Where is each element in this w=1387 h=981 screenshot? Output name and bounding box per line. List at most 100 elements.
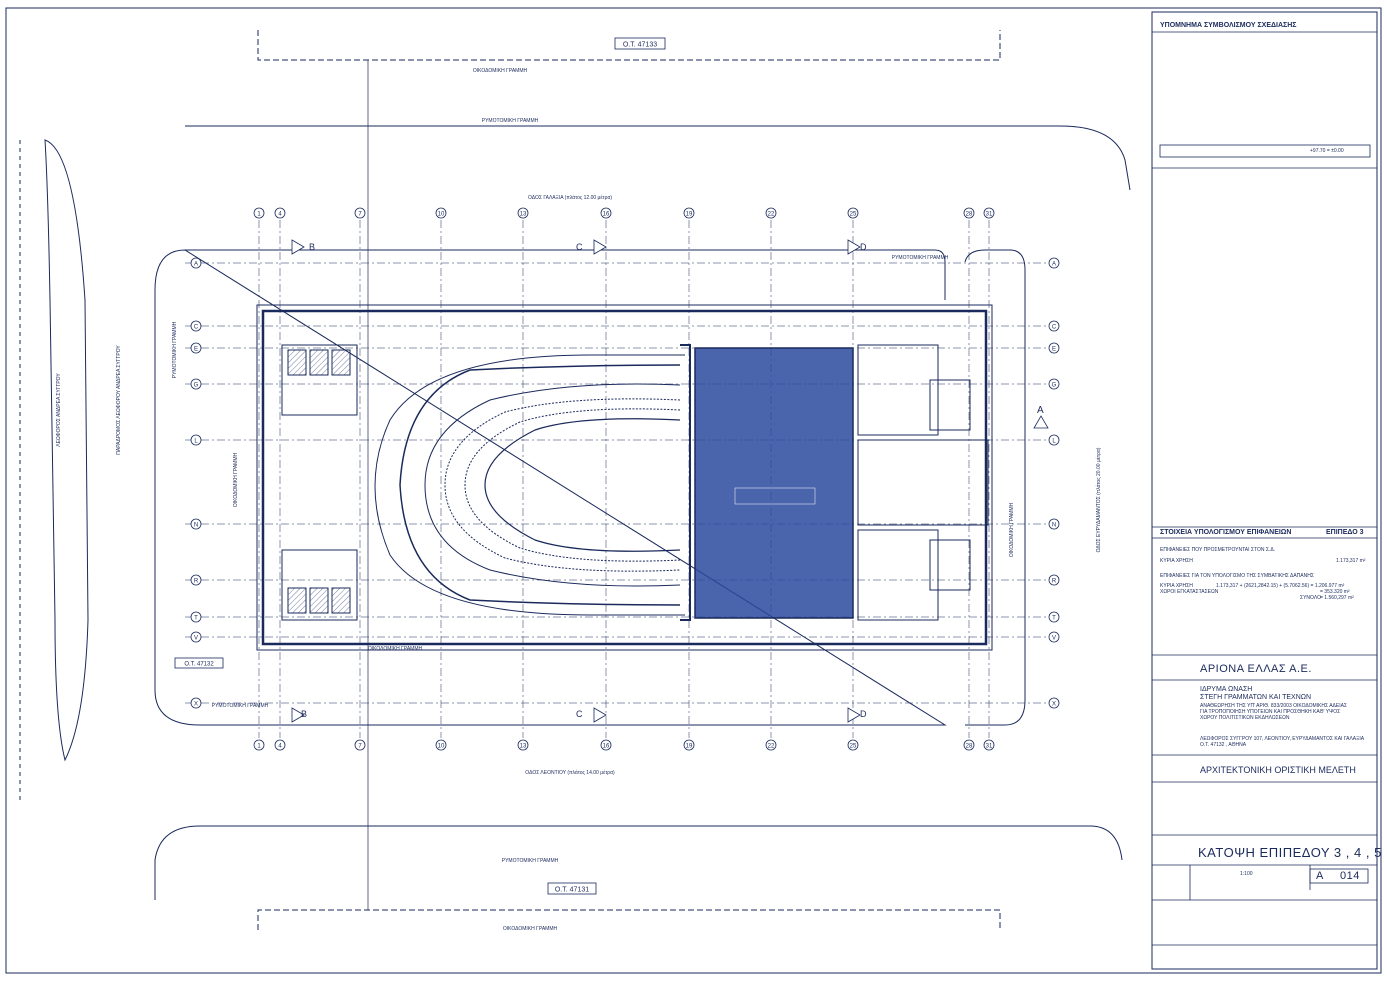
section-b-top-label: B [309,242,315,252]
grid-column-bubble-16-top [600,207,612,219]
grid-row-label-X-east: X [1052,702,1056,708]
south-street-name: ΟΔΟΣ ΛΕΟΝΤΙΟΥ (πλάτος 14.00 μέτρα) [525,769,615,776]
grid-column-bubble-13-top [517,207,529,219]
section-a-east-label: A [1037,405,1044,416]
section-arrow-icon-5 [847,707,861,723]
legend-title: ΥΠΟΜΝΗΜΑ ΣΥΜΒΟΛΙΣΜΟΥ ΣΧΕΔΙΑΣΗΣ [1160,22,1297,29]
grid-column-bubble-1-top [253,207,265,219]
drawing-title: ΚΑΤΟΨΗ ΕΠΙΠΕΔΟΥ 3 , 4 , 5 [1198,845,1382,860]
grid-column-bubble-22-bottom [765,739,777,751]
grid-row-bubble-V-east [1048,631,1060,643]
grid-row-bubble-X-east [1048,697,1060,709]
grid-column-bubble-19-top [683,207,695,219]
grid-row-label-C-west: C [194,325,199,331]
grid-column-label-22-bottom: 22 [768,744,775,750]
grid-column-label-4-top: 4 [278,212,282,218]
section-b-bottom-label: B [301,709,307,719]
area-row2-label-b: ΧΩΡΟΙ ΕΓΚΑΤΑΣΤΑΣΕΩΝ [1160,589,1219,595]
grid-column-bubble-10-bottom [435,739,447,751]
area-table-title: ΣΤΟΙΧΕΙΑ ΥΠΟΛΟΓΙΣΜΟΥ ΕΠΙΦΑΝΕΙΩΝ [1160,529,1292,536]
grid-row-bubble-T-west [190,611,202,623]
site-west-street-line-label: ΡΥΜΟΤΟΜΙΚΗ ΓΡΑΜΜΗ [172,321,178,378]
grid-column-label-31-bottom: 31 [986,744,993,750]
section-arrow-icon-0 [291,239,305,255]
north-block [185,30,1131,191]
grid-row-label-T-west: T [194,616,198,622]
grid-column-label-25-top: 25 [850,212,857,218]
drawing-scale: 1:100 [1240,871,1253,877]
section-arrow-icon-3 [291,707,305,723]
north-street-name: ΟΔΟΣ ΓΑΛΑΞΙΑ (πλάτος 12.00 μέτρα) [528,194,612,201]
title-column-frame [1151,11,1378,970]
site-top-street-line-label: ΡΥΜΟΤΟΜΙΚΗ ΓΡΑΜΜΗ [892,255,949,261]
auditorium [374,344,691,621]
grid-row-label-V-west: V [194,636,198,642]
grid-column-bubble-19-bottom [683,739,695,751]
site-bottom-building-line-label: ΟΙΚΟΔΟΜΙΚΗ ΓΡΑΜΜΗ [368,646,423,652]
grid-column-label-28-top: 28 [966,212,973,218]
grid-column-label-19-top: 19 [686,212,693,218]
grid-column-bubble-22-top [765,207,777,219]
sheet-number-box [1309,868,1369,884]
area-row1-label: ΚΥΡΙΑ ΧΡΗΣΗ [1160,558,1193,564]
grid-row-bubble-N-west [190,518,202,530]
north-building-line-label: ΟΙΚΟΔΟΜΙΚΗ ΓΡΑΜΜΗ [473,68,528,74]
grid-row-bubble-A-west [190,257,202,269]
title-column-dividers [1152,31,1377,946]
grid-column-label-28-bottom: 28 [966,744,973,750]
grid-column-bubble-25-bottom [847,739,859,751]
area-total-label: ΣΥΝΟΛΟ [1300,595,1321,601]
grid-row-bubble-R-west [190,574,202,586]
area-row2-value-b: = 353.320 m² [1320,589,1350,595]
west-block-id-box [174,657,224,669]
area-row2-label-a: ΚΥΡΙΑ ΧΡΗΣΗ [1160,583,1193,589]
grid-column-bubble-28-bottom [963,739,975,751]
grid-row-label-X-west: X [194,702,198,708]
section-d-bottom-label: D [860,709,867,719]
west-stair-cores [281,344,358,621]
grid-row-label-G-west: G [194,383,199,389]
company-name: ΑΡΙΟΝΑ ΕΛΛΑΣ Α.Ε. [1200,663,1312,675]
south-building-line-label: ΟΙΚΟΔΟΜΙΚΗ ΓΡΑΜΜΗ [503,926,558,932]
grid-column-bubble-4-bottom [274,739,286,751]
grid-column-bubble-13-bottom [517,739,529,751]
section-arrow-icon-4 [593,707,607,723]
address-line-2: Ο.Τ. 47132 , ΑΘΗΝΑ [1200,742,1247,748]
south-block [154,825,1123,930]
grid-row-label-E-west: E [194,347,198,353]
grid-row-label-A-west: A [194,262,198,268]
area-row1-value: 1.173,317 m² [1336,558,1366,564]
grid-column-label-19-bottom: 19 [686,744,693,750]
area-table-level: ΕΠΙΠΕΔΟ 3 [1326,529,1364,536]
south-block-id: Ο.Τ. 47131 [555,887,589,894]
study-title: ΑΡΧΙΤΕΚΤΟΝΙΚΗ ΟΡΙΣΤΙΚΗ ΜΕΛΕΤΗ [1200,765,1356,775]
grid-column-bubble-7-bottom [354,739,366,751]
west-parallel-label: ΠΑΡΑΔΡΟΜΟΣ ΛΕΩΦΟΡΟΥ ΑΝΔΡΕΑ ΣΥΓΓΡΟΥ [116,345,122,455]
grid-column-bubble-28-top [963,207,975,219]
grid-column-bubble-31-top [983,207,995,219]
grid-column-label-22-top: 22 [768,212,775,218]
area-row2-value-a: 1.173,317 + (2621,2842.15) + (5.7062.56)… [1216,583,1345,589]
grid-column-label-4-bottom: 4 [278,744,282,750]
grid-row-bubble-T-east [1048,611,1060,623]
grid-column-bubble-10-top [435,207,447,219]
grid-row-bubble-E-east [1048,342,1060,354]
project-line-2: ΣΤΕΓΗ ΓΡΑΜΜΑΤΩΝ ΚΑΙ ΤΕΧΝΩΝ [1200,694,1312,701]
site-outline [154,249,1026,726]
section-arrow-icon-1 [593,239,607,255]
west-avenue [19,139,89,800]
grid-row-bubble-G-west [190,378,202,390]
grid-column-label-1-top: 1 [257,212,261,218]
grid-row-bubble-N-east [1048,518,1060,530]
grid-row-label-T-east: T [1052,616,1056,622]
grid-column-bubble-7-top [354,207,366,219]
stage-label-box [734,487,816,505]
project-line-5: ΧΩΡΟΥ ΠΟΛΙΤΙΣΤΙΚΩΝ ΕΚΔΗΛΩΣΕΩΝ [1200,715,1290,721]
grid-column-bubble-4-top [274,207,286,219]
legend-ref-level: +97.70 = ±0.00 [1310,148,1344,154]
south-block-id-box [547,882,597,895]
north-block-id-box [614,37,666,50]
grid-column-label-13-top: 13 [520,212,527,218]
grid-row-bubble-V-west [190,631,202,643]
